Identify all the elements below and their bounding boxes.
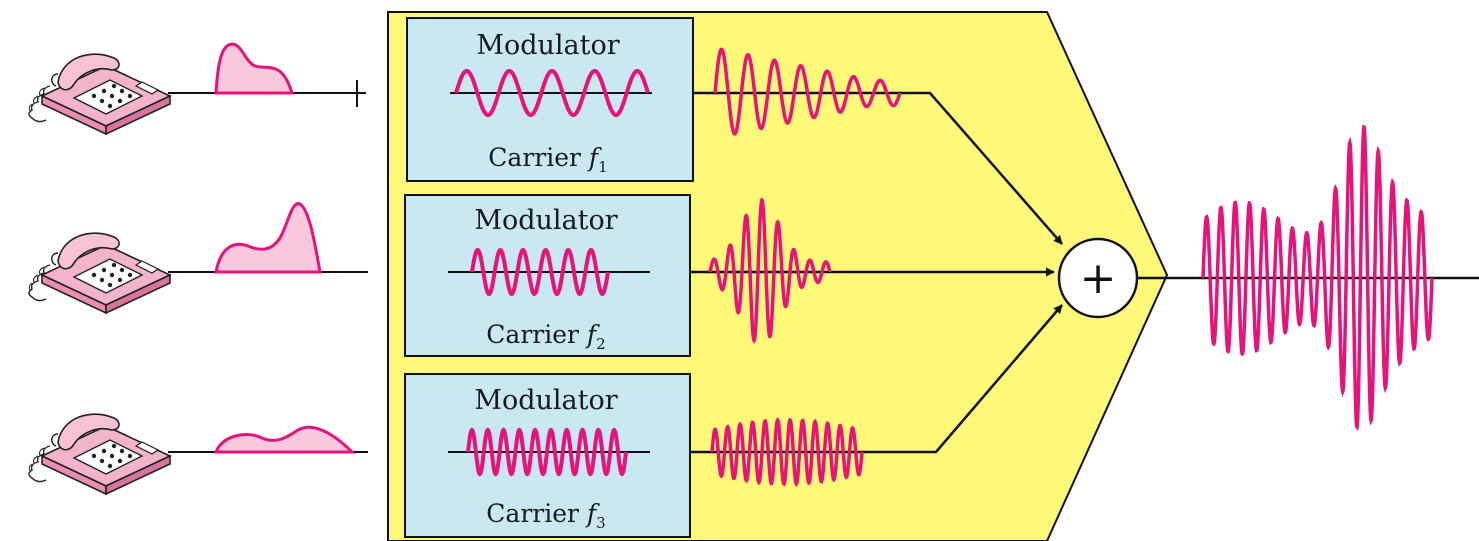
telephone-icon bbox=[28, 413, 171, 495]
carrier-wave-1 bbox=[454, 68, 650, 117]
modulated-signal-3 bbox=[710, 417, 864, 487]
telephone-icon bbox=[28, 53, 171, 135]
multiplexed-output-signal bbox=[1201, 124, 1434, 431]
channel-path-1 bbox=[693, 91, 1063, 245]
modulated-signal-2 bbox=[708, 197, 832, 344]
carrier-label-2: Carrier f2 bbox=[486, 320, 605, 353]
channel-path-3 bbox=[690, 304, 1063, 454]
carrier-wave-3 bbox=[466, 427, 628, 477]
modulator-label-1: Modulator bbox=[476, 30, 619, 61]
message-signal-3 bbox=[213, 425, 356, 454]
modulator-label-3: Modulator bbox=[474, 385, 617, 416]
telephone-icon bbox=[28, 232, 171, 314]
modulator-box-2 bbox=[404, 194, 691, 357]
modulator-box-1 bbox=[406, 17, 694, 182]
message-signal-1 bbox=[214, 42, 295, 95]
modulator-label-2: Modulator bbox=[474, 205, 617, 236]
modulated-signal-1 bbox=[713, 47, 902, 136]
carrier-label-3: Carrier f3 bbox=[486, 499, 605, 532]
message-signal-2 bbox=[214, 202, 322, 274]
carrier-label-1: Carrier f1 bbox=[488, 143, 607, 176]
summer-symbol: + bbox=[1080, 253, 1117, 304]
carrier-wave-2 bbox=[470, 247, 610, 297]
